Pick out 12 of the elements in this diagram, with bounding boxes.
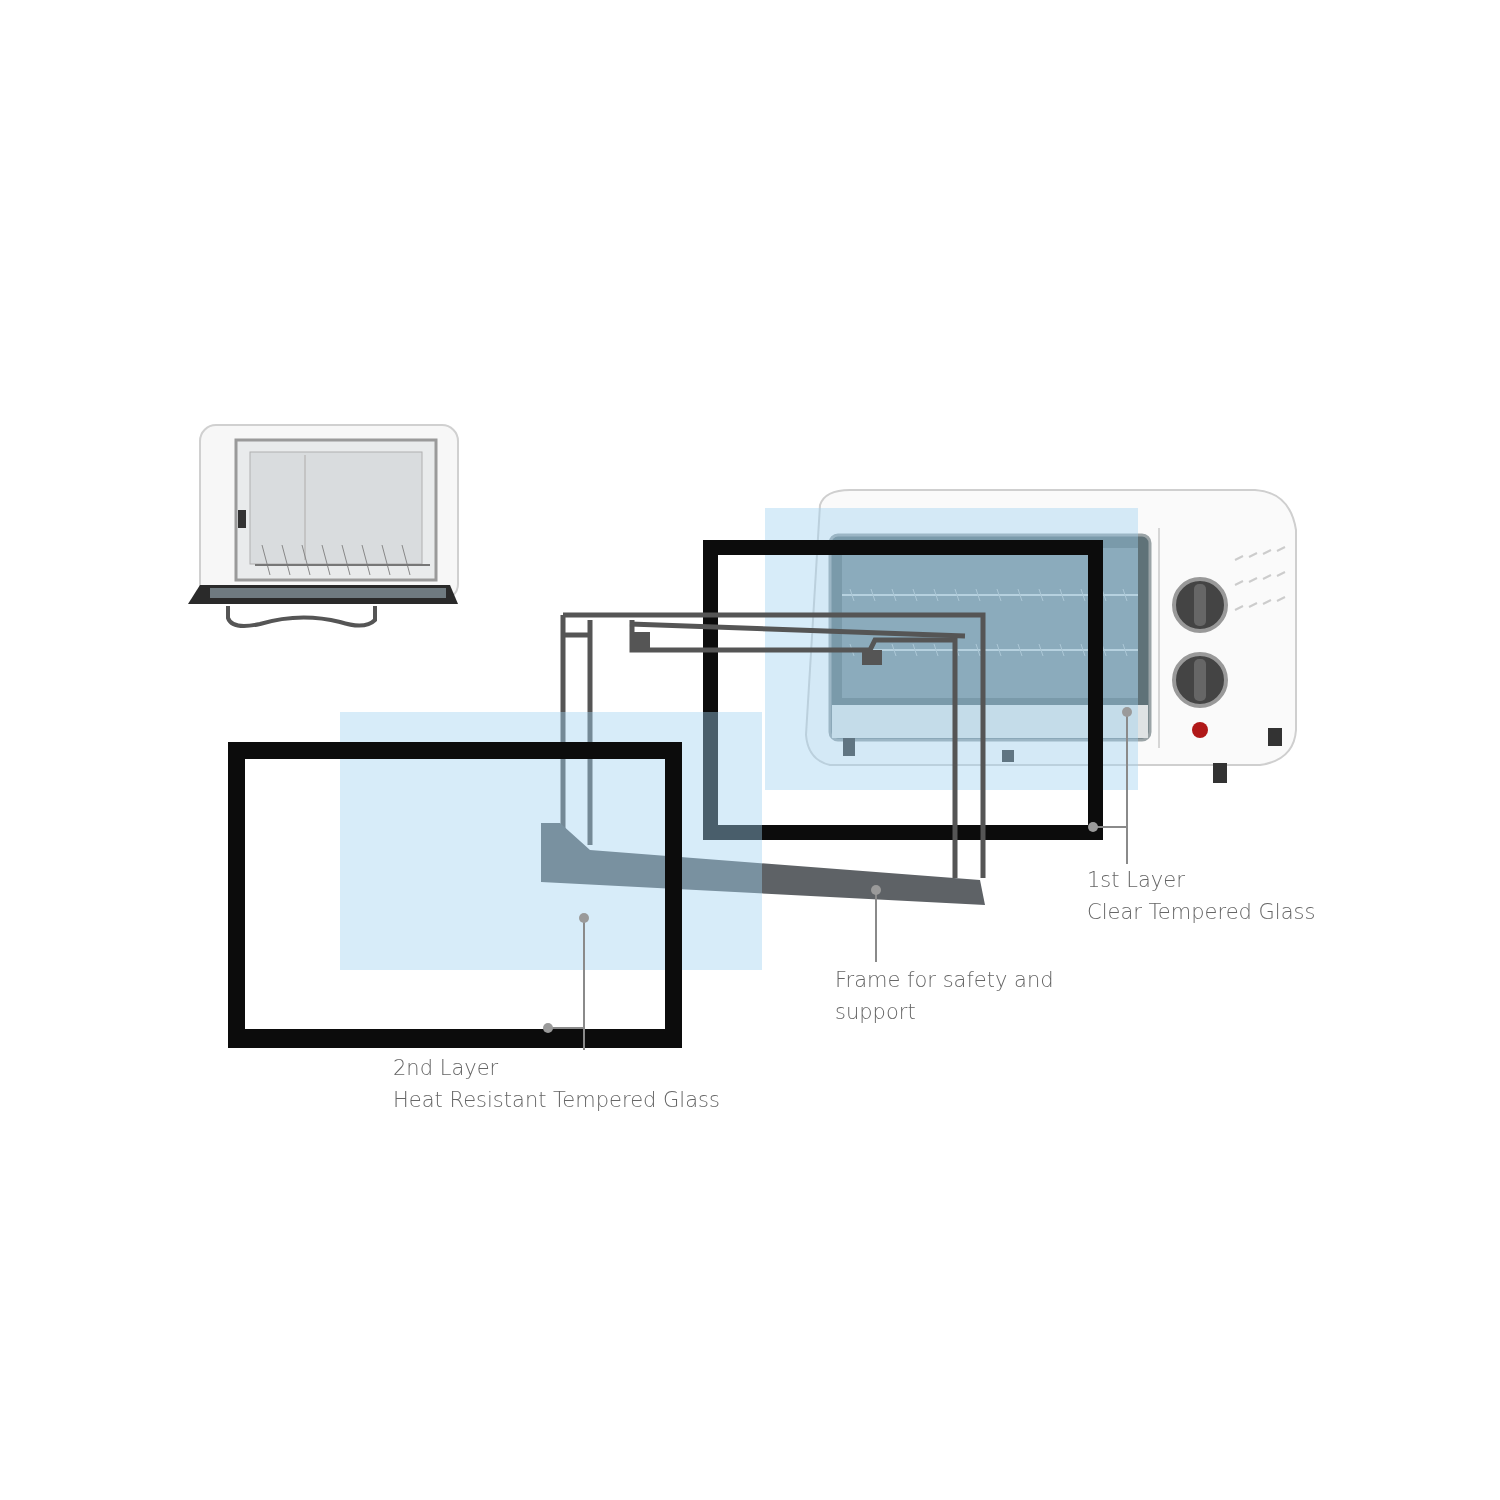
leader-line: [1088, 822, 1128, 865]
callout-label: Frame for safety and support: [835, 964, 1065, 1028]
door-border-frame: [228, 742, 682, 1048]
leader-line: [871, 885, 881, 963]
callout-heading: 1st Layer: [1087, 867, 1186, 894]
glass-panel: [765, 508, 1138, 790]
door-border-frame: [703, 540, 1103, 840]
glass-panel: [340, 712, 762, 970]
callout-label: Heat Resistant Tempered Glass: [393, 1087, 721, 1114]
callout-label: Clear Tempered Glass: [1087, 899, 1317, 926]
callout-heading: 2nd Layer: [393, 1055, 500, 1082]
door-frame-drawing: [541, 612, 986, 905]
